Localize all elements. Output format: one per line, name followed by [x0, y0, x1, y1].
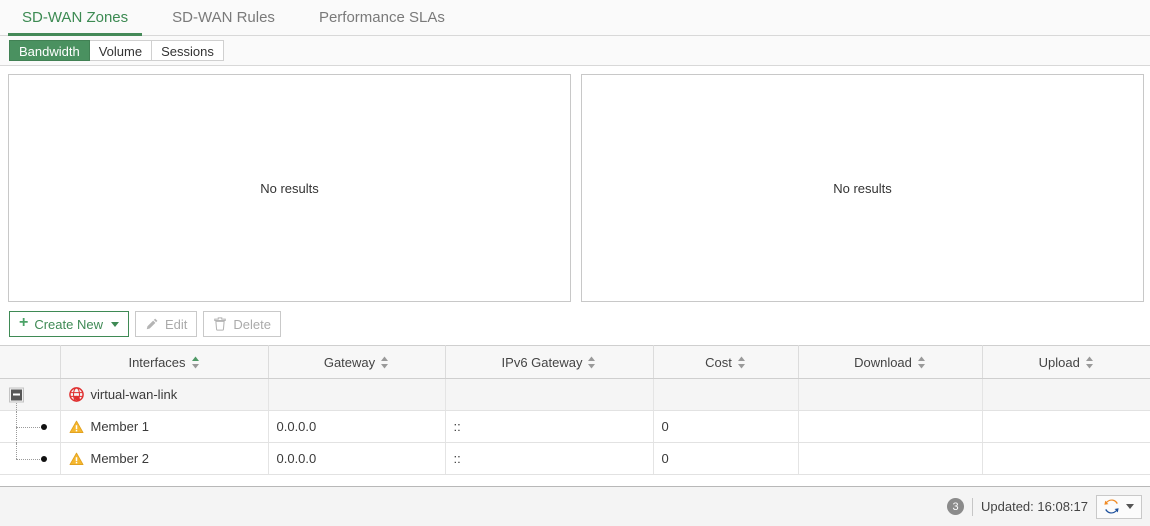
- cell-ipv6-gateway: ::: [445, 442, 654, 475]
- chevron-down-icon: [1126, 504, 1134, 509]
- cell-upload: [982, 410, 1150, 443]
- plus-icon: +: [19, 314, 29, 331]
- warning-icon: [69, 420, 84, 434]
- interface-name: Member 1: [90, 419, 150, 434]
- table-row[interactable]: Member 1 0.0.0.0 :: 0: [0, 410, 1150, 443]
- column-header-download[interactable]: Download: [798, 345, 983, 379]
- chart-mode-button-group: Bandwidth Volume Sessions: [9, 40, 224, 61]
- tab-volume-label: Volume: [98, 44, 143, 59]
- sd-wan-interfaces-table: Interfaces Gateway IPv6 Gateway: [0, 345, 1150, 475]
- cell-upload: [982, 442, 1150, 475]
- bandwidth-chart-panel-right: No results: [581, 74, 1144, 302]
- pencil-icon: [145, 317, 159, 331]
- status-bar: 3 Updated: 16:08:17: [0, 486, 1150, 526]
- chart-panel-container: No results No results: [0, 66, 1150, 302]
- tree-connector-line: [16, 403, 17, 412]
- cell-download: [798, 442, 983, 475]
- tab-sd-wan-rules-label: SD-WAN Rules: [172, 9, 275, 26]
- delete-label: Delete: [233, 316, 271, 332]
- tab-sessions-label: Sessions: [161, 44, 214, 59]
- bandwidth-chart-panel-left: No results: [8, 74, 571, 302]
- cell-upload: [982, 378, 1150, 411]
- cell-download: [798, 378, 983, 411]
- cell-interfaces: virtual-wan-link: [60, 378, 269, 411]
- cell-ipv6-gateway: [445, 378, 654, 411]
- create-new-label: Create New: [34, 316, 103, 332]
- cell-ipv6-gateway: ::: [445, 410, 654, 443]
- status-divider: [972, 497, 974, 516]
- last-updated-label: Updated: 16:08:17: [981, 499, 1088, 514]
- column-header-gateway[interactable]: Gateway: [268, 345, 446, 379]
- interface-name: virtual-wan-link: [90, 387, 178, 402]
- tab-performance-slas[interactable]: Performance SLAs: [297, 10, 467, 35]
- sort-icon: [737, 356, 746, 369]
- tab-sd-wan-rules[interactable]: SD-WAN Rules: [150, 10, 297, 35]
- cell-download: [798, 410, 983, 443]
- table-header-row: Interfaces Gateway IPv6 Gateway: [0, 345, 1150, 379]
- cell-interfaces: Member 2: [60, 442, 269, 475]
- sort-icon: [917, 356, 926, 369]
- table-toolbar: + Create New Edit Delete: [0, 302, 1150, 345]
- tree-connector-line: [16, 443, 17, 459]
- cell-gateway: [268, 378, 446, 411]
- right-panel-empty-message: No results: [833, 180, 892, 196]
- refresh-button[interactable]: [1096, 494, 1142, 519]
- tree-cell: [0, 442, 61, 475]
- column-header-ipv6-gateway[interactable]: IPv6 Gateway: [445, 345, 654, 379]
- cell-cost: [653, 378, 799, 411]
- secondary-tab-bar: Bandwidth Volume Sessions: [0, 36, 1150, 66]
- cell-gateway: 0.0.0.0: [268, 410, 446, 443]
- tree-cell: [0, 410, 61, 443]
- trash-icon: [213, 317, 227, 331]
- column-header-upload[interactable]: Upload: [982, 345, 1150, 379]
- warning-icon: [69, 452, 84, 466]
- edit-label: Edit: [164, 316, 188, 332]
- table-row[interactable]: virtual-wan-link: [0, 378, 1150, 412]
- sort-icon: [1085, 356, 1094, 369]
- collapse-toggle-icon[interactable]: [9, 387, 24, 402]
- tab-sd-wan-zones-label: SD-WAN Zones: [22, 9, 129, 26]
- column-header-upload-label: Upload: [1038, 354, 1080, 370]
- refresh-icon: [1104, 499, 1119, 514]
- cell-cost: 0: [653, 410, 799, 443]
- tab-sd-wan-zones[interactable]: SD-WAN Zones: [0, 9, 150, 36]
- column-header-download-label: Download: [854, 354, 912, 370]
- create-new-button[interactable]: + Create New: [9, 311, 129, 337]
- tab-bandwidth-label: Bandwidth: [19, 44, 80, 59]
- tree-connector-branch: [16, 458, 42, 460]
- tab-sessions[interactable]: Sessions: [152, 40, 224, 61]
- column-header-cost-label: Cost: [705, 354, 732, 370]
- tab-performance-slas-label: Performance SLAs: [318, 9, 445, 26]
- column-header-gateway-label: Gateway: [323, 354, 376, 370]
- sort-icon: [380, 356, 389, 369]
- tree-node-dot: [41, 455, 47, 462]
- chevron-down-icon: [110, 321, 119, 327]
- column-header-ipv6-gateway-label: IPv6 Gateway: [501, 354, 583, 370]
- column-header-tree: [0, 345, 61, 379]
- cell-interfaces: Member 1: [60, 410, 269, 443]
- cell-gateway: 0.0.0.0: [268, 442, 446, 475]
- virtual-wan-link-icon: [68, 387, 84, 402]
- status-count-badge: 3: [947, 498, 965, 515]
- sort-icon: [587, 356, 596, 369]
- tree-node-dot: [41, 423, 47, 430]
- edit-button[interactable]: Edit: [134, 311, 198, 337]
- tree-cell: [0, 378, 61, 412]
- column-header-cost[interactable]: Cost: [653, 345, 799, 379]
- tree-connector-branch: [16, 426, 42, 428]
- tab-bandwidth[interactable]: Bandwidth: [9, 40, 90, 61]
- tab-volume[interactable]: Volume: [89, 40, 153, 61]
- primary-tab-bar: SD-WAN Zones SD-WAN Rules Performance SL…: [0, 0, 1150, 36]
- column-header-interfaces-label: Interfaces: [128, 354, 186, 370]
- interface-name: Member 2: [90, 451, 150, 466]
- left-panel-empty-message: No results: [260, 180, 319, 196]
- cell-cost: 0: [653, 442, 799, 475]
- delete-button[interactable]: Delete: [203, 311, 281, 337]
- column-header-interfaces[interactable]: Interfaces: [60, 345, 269, 379]
- sort-icon: [191, 356, 200, 369]
- table-row[interactable]: Member 2 0.0.0.0 :: 0: [0, 442, 1150, 475]
